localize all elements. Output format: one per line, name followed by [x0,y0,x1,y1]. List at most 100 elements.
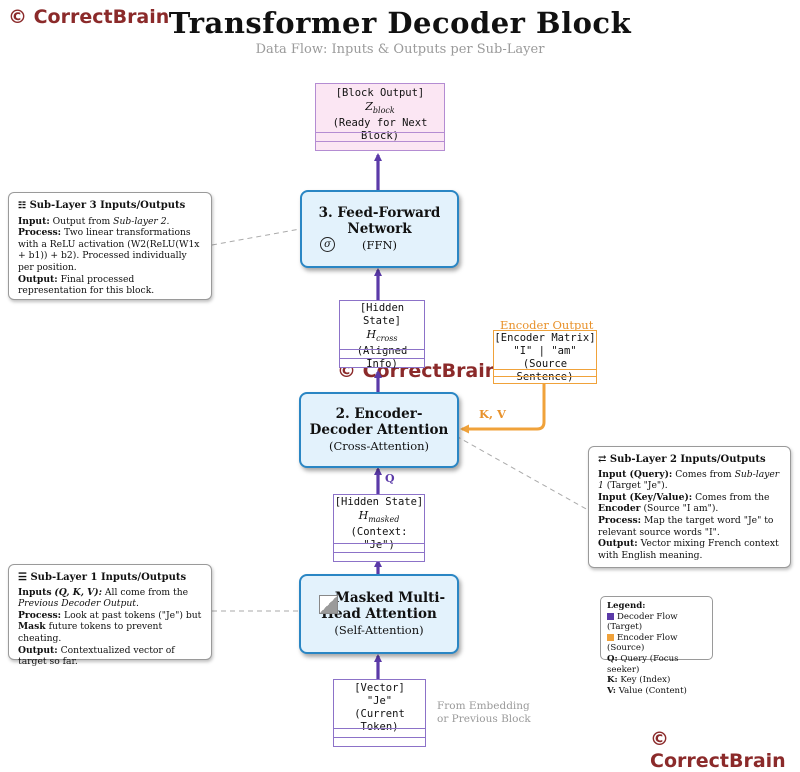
legend-key-k-letter: K: [607,675,618,686]
sub2-query-tail: (Target "Je"). [606,480,668,492]
note3-connector [211,228,301,246]
sub2-output-text: Vector mixing French context with Englis… [598,538,779,561]
sub2-kv-bold: Encoder [598,503,641,515]
sub2-query-text: Comes from [675,468,732,480]
sub-layer-2-note: ⇄ Sub-Layer 2 Inputs/Outputs Input (Quer… [588,446,791,568]
sub1-inputs-italic: Previous Decoder Output. [18,598,139,610]
q-label: Q [385,472,395,485]
block-output-label: [Block Output] [335,87,425,99]
vector-label: [Vector] [354,682,405,694]
legend-title: Legend: [607,601,646,611]
legend: Legend: Decoder Flow (Target) Encoder Fl… [600,596,713,696]
vector-token: "Je" [366,695,393,707]
masked-attention-layer: Masked Multi- Head Attention (Self-Atten… [299,574,459,654]
connectors [211,153,589,679]
encoder-matrix-label: [Encoder Matrix] [494,332,596,344]
sub3-heading: Sub-Layer 3 Inputs/Outputs [29,200,186,211]
arrow-encoder-kv [460,383,546,434]
ffn-title-1: 3. Feed-Forward [318,205,441,221]
diagram-subtitle: Data Flow: Inputs & Outputs per Sub-Laye… [255,42,545,57]
legend-key-q-text: Query (Focus seeker) [607,653,679,675]
legend-key-v: V: Value (Content) [607,686,706,697]
sub1-process-text: Look at past tokens ("Je") but [63,609,202,621]
block-output-tensor: [Block Output] Zblock (Ready for Next Bl… [315,83,445,151]
shuffle-icon: ⇄ [598,454,607,465]
ffn-title-2: Network [347,221,412,237]
legend-key-k: K: Key (Index) [607,675,706,686]
legend-key-v-letter: V: [607,685,616,696]
cross-title-1: 2. Encoder- [335,406,423,422]
legend-decoder-label: Decoder Flow (Target) [607,611,678,633]
cross-sub: (Cross-Attention) [328,439,430,453]
h-masked-caption: (Context: "Je") [350,526,408,552]
sub1-process-label: Process: [18,609,62,621]
sub3-process-text: Two linear transformations with a ReLU a… [18,227,200,273]
cross-attention-layer: 2. Encoder- Decoder Attention (Cross-Att… [299,392,459,468]
sub1-inputs-text: All come from the [104,586,189,598]
sub2-kv-text: Comes from the [695,491,770,503]
sub3-output-text: Final processed representation for this … [18,273,155,297]
masked-title-1: Masked Multi- [334,590,446,606]
legend-key-q: Q: Query (Focus seeker) [607,654,706,675]
sub1-inputs-math: (Q, K, V): [54,586,102,598]
layers-icon: ☰ [18,572,27,583]
sub1-inputs-label: Inputs [18,586,52,598]
encoder-matrix-tokens: "I" | "am" [513,345,577,357]
masked-title-2: Head Attention [321,606,437,622]
sub1-mask-text: future tokens to prevent cheating. [18,621,163,644]
sub3-process-label: Process: [18,227,62,239]
decoder-swatch [607,612,614,620]
input-vector-tensor: [Vector] "Je" (Current Token) [333,679,426,747]
sub2-process-label: Process: [598,514,642,526]
sub1-mask-bold: Mask [18,621,46,633]
sub3-output-label: Output: [18,273,58,285]
sub2-output-label: Output: [598,538,638,550]
sub2-process-text: Map the target word "Je" to relevant sou… [598,514,774,538]
h-masked-label: [Hidden State] [334,496,424,508]
encoder-matrix-caption: (Source Sentence) [516,358,574,383]
sub3-input-label: Input: [18,215,50,227]
note2-connector [455,435,589,511]
block-output-math: Zblock [365,100,395,116]
sub1-heading: Sub-Layer 1 Inputs/Outputs [30,572,187,583]
encoder-output-label: Encoder Output [500,318,594,332]
sub2-kv-label: Input (Key/Value): [598,491,693,503]
sub3-input-text: Output from [52,215,111,227]
h-cross-label: [Hidden State] [359,302,405,327]
h-masked-math: Hmasked [358,509,400,525]
legend-item-decoder: Decoder Flow (Target) [607,612,706,633]
encoder-matrix: [Encoder Matrix] "I" | "am" (Source Sent… [493,330,597,384]
h-masked-tensor: [Hidden State] Hmasked (Context: "Je") [333,494,425,562]
sub-layer-3-note: ☷ Sub-Layer 3 Inputs/Outputs Input: Outp… [8,192,212,300]
sub-layer-1-note: ☰ Sub-Layer 1 Inputs/Outputs Inputs (Q, … [8,564,212,667]
kv-label: K, V [479,407,506,421]
mask-icon [319,595,338,614]
legend-encoder-label: Encoder Flow (Source) [607,632,678,654]
legend-key-k-text: Key (Index) [620,675,671,686]
legend-item-encoder: Encoder Flow (Source) [607,633,706,654]
from-embedding-line2: or Previous Block [437,713,531,725]
vector-caption: (Current Token) [354,708,405,733]
brand-watermark-top: © CorrectBrain [8,6,170,28]
ffn-layer: 3. Feed-Forward Network (FFN) σ [300,190,459,268]
masked-sub: (Self-Attention) [334,623,424,637]
h-cross-math: Hcross [366,328,398,344]
block-output-caption: (Ready for Next Block) [332,117,428,143]
h-cross-tensor: [Hidden State] Hcross (Aligned Info) [339,300,425,370]
sub2-query-italic: Sub-layer 1 [598,468,780,492]
ffn-sub: (FFN) [362,238,397,252]
sub1-output-label: Output: [18,644,58,656]
sub1-output-text: Contextualized vector of target so far. [18,644,175,668]
from-embedding-line1: From Embedding [437,700,530,712]
encoder-swatch [607,633,614,641]
legend-key-v-text: Value (Content) [618,685,687,696]
sigma-icon: σ [320,237,335,252]
cross-title-2: Decoder Attention [309,422,449,438]
sub2-query-label: Input (Query): [598,468,673,480]
network-icon: ☷ [18,201,27,211]
sub2-kv-tail: (Source "I am"). [643,503,719,515]
sub3-input-italic: Sub-layer 2. [113,215,170,227]
sub2-heading: Sub-Layer 2 Inputs/Outputs [609,454,766,465]
diagram-title: Transformer Decoder Block [168,6,632,40]
legend-key-q-letter: Q: [607,653,618,664]
